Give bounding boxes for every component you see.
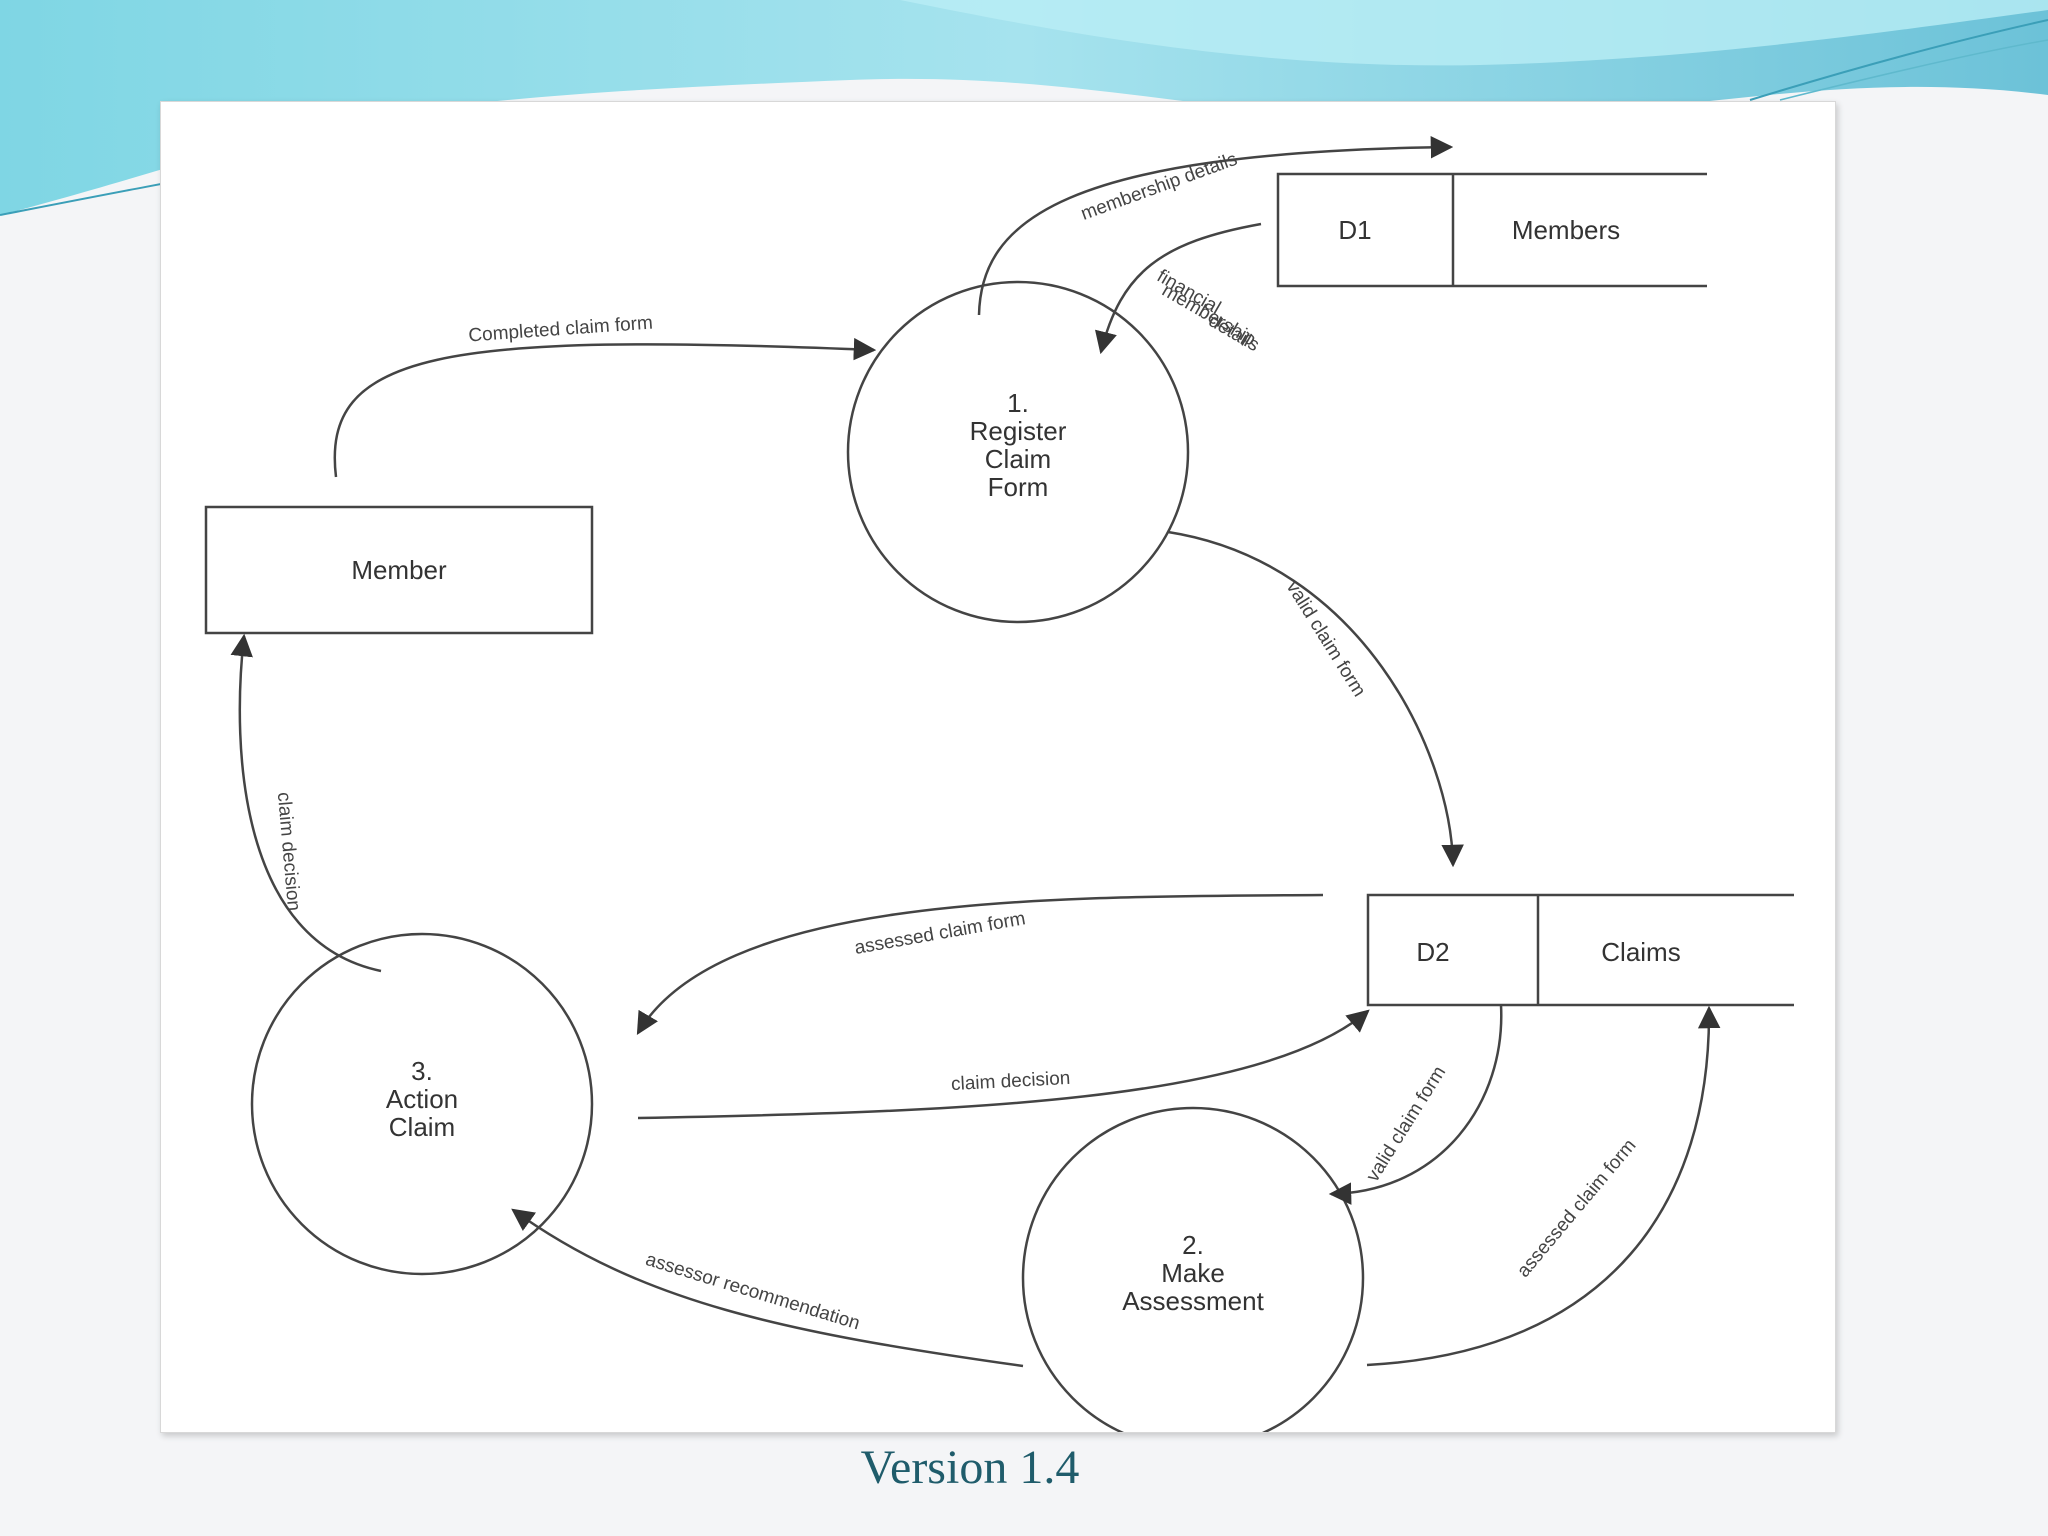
store-d2-id: D2 bbox=[1416, 937, 1449, 967]
flow-completed-claim-form bbox=[333, 337, 877, 478]
diagram-frame: 1. Register Claim Form 3. Action Claim 2… bbox=[160, 101, 1836, 1433]
process-1-number: 1. bbox=[1007, 388, 1029, 418]
flow-membership-details bbox=[977, 136, 1454, 316]
flow-valid-claim-form-2 bbox=[1328, 1004, 1503, 1205]
entity-member[interactable]: Member bbox=[204, 505, 594, 635]
process-2-number: 2. bbox=[1182, 1230, 1204, 1260]
store-d2-claims[interactable]: D2 Claims bbox=[1366, 893, 1794, 1007]
process-action-claim[interactable]: 3. Action Claim bbox=[250, 932, 594, 1276]
process-1-line1: Register bbox=[970, 416, 1067, 446]
process-2-line1: Make bbox=[1161, 1258, 1225, 1288]
flow-label-valid-claim-form-1: valid claim form bbox=[1282, 578, 1370, 701]
version-label: Version 1.4 bbox=[860, 1441, 1080, 1494]
process-1-line2: Claim bbox=[985, 444, 1051, 474]
process-make-assessment[interactable]: 2. Make Assessment bbox=[1021, 1106, 1365, 1432]
process-1-line3: Form bbox=[988, 472, 1049, 502]
store-d1-id: D1 bbox=[1338, 215, 1371, 245]
flow-assessed-claim-form-1 bbox=[636, 893, 1324, 1035]
process-register-claim-form[interactable]: 1. Register Claim Form bbox=[846, 280, 1190, 624]
flow-assessor-recommendation bbox=[511, 1208, 1024, 1368]
flow-label-completed-claim-form: Completed claim form bbox=[468, 313, 654, 347]
entity-member-label: Member bbox=[351, 555, 447, 585]
flow-label-assessor-recommendation: assessor recommendation bbox=[643, 1249, 862, 1334]
store-d2-name: Claims bbox=[1601, 937, 1680, 967]
data-flow-diagram: 1. Register Claim Form 3. Action Claim 2… bbox=[204, 136, 1794, 1432]
flow-financial-membership-details bbox=[1095, 222, 1262, 355]
process-3-line1: Action bbox=[386, 1084, 458, 1114]
flow-label-assessed-claim-form-2: assessed claim form bbox=[1513, 1135, 1640, 1281]
process-3-number: 3. bbox=[411, 1056, 433, 1086]
flow-label-claim-decision-2: claim decision bbox=[951, 1068, 1071, 1095]
process-3-line2: Claim bbox=[389, 1112, 455, 1142]
flow-label-valid-claim-form-2: valid claim form bbox=[1362, 1063, 1450, 1186]
store-d1-name: Members bbox=[1512, 215, 1620, 245]
flow-assessed-claim-form-2 bbox=[1366, 1005, 1721, 1367]
flow-claim-decision-2 bbox=[637, 1009, 1370, 1120]
flow-claim-decision-1 bbox=[230, 633, 382, 973]
process-2-line2: Assessment bbox=[1122, 1286, 1264, 1316]
store-d1-members[interactable]: D1 Members bbox=[1276, 172, 1707, 288]
flow-valid-claim-form-1 bbox=[1167, 530, 1464, 868]
